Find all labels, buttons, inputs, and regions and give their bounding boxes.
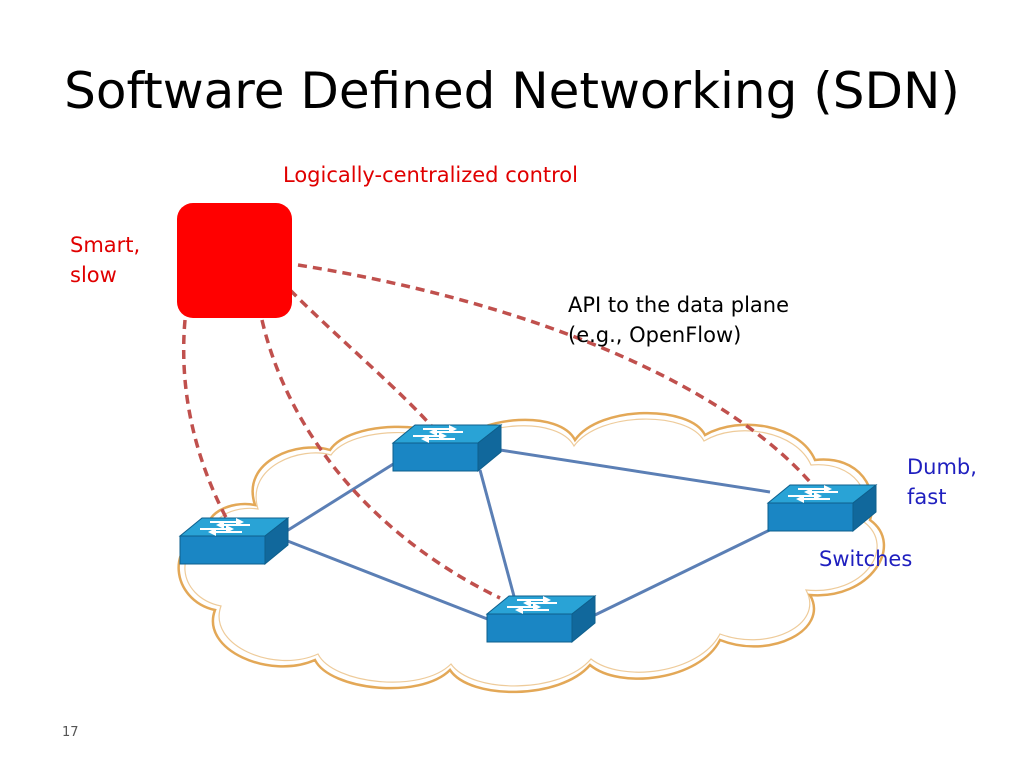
control-links [181,263,812,600]
switch-left [178,516,290,566]
link-top-right [499,448,771,494]
link-top-bottom [478,469,517,601]
control-link-top [288,288,437,432]
controller-box [177,203,292,318]
switch-bottom [485,594,597,644]
switches-side-label-line2: fast [907,485,947,509]
page-number: 17 [62,725,79,740]
switch-top [391,423,503,473]
control-link-bottom [260,319,501,600]
switches-side-label-line1: Dumb, [907,455,977,479]
data-plane-links [284,448,781,622]
control-link-right [297,263,812,484]
switches-side-label: Dumb, fast [907,452,977,512]
link-bottom-right [594,523,781,617]
api-label-line2: (e.g., OpenFlow) [568,323,742,347]
controller-side-label: Smart, slow [70,230,140,290]
controller-side-label-line2: slow [70,263,117,287]
link-left-bottom [284,538,491,622]
controller-caption: Logically-centralized control [283,163,578,187]
api-label: API to the data plane (e.g., OpenFlow) [568,290,789,350]
link-left-top [284,461,396,534]
api-label-line1: API to the data plane [568,293,790,317]
control-link-left [181,319,232,526]
controller-side-label-line1: Smart, [70,233,141,257]
switch-right [766,483,878,533]
switches-label: Switches [819,547,913,571]
slide-title: Software Defined Networking (SDN) [64,62,960,120]
